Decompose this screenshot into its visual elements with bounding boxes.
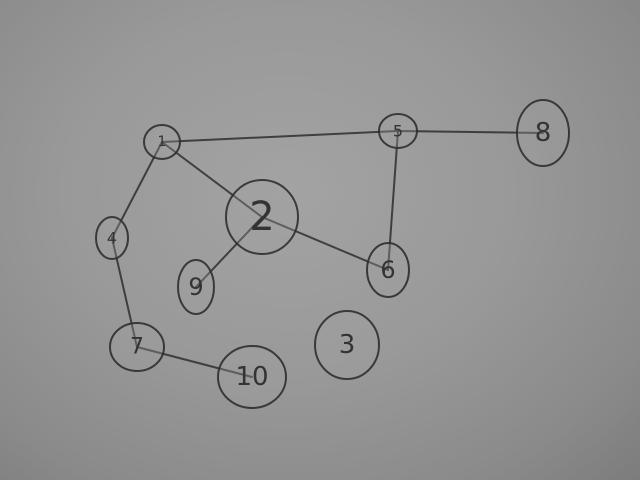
- edge-5-8: [397, 130, 544, 134]
- node-label-6: 6: [380, 256, 395, 284]
- node-6: 6: [366, 242, 410, 298]
- node-label-2: 2: [249, 194, 274, 240]
- node-3: 3: [314, 310, 380, 380]
- node-label-3: 3: [339, 330, 356, 360]
- node-circle-7: [109, 322, 165, 372]
- node-label-8: 8: [535, 118, 552, 148]
- node-label-4: 4: [107, 229, 117, 248]
- node-label-10: 10: [235, 362, 268, 392]
- node-circle-3: [314, 310, 380, 380]
- node-label-1: 1: [158, 134, 167, 150]
- edge-2-9: [195, 216, 263, 288]
- nodes-group: 1 2 3 4 5 6 7 8 9 10: [95, 99, 570, 409]
- edge-5-6: [387, 130, 399, 271]
- edge-1-5: [161, 130, 399, 143]
- node-circle-10: [217, 345, 287, 409]
- node-circle-8: [516, 99, 570, 167]
- node-1: 1: [143, 124, 181, 160]
- edges-group: [111, 130, 544, 378]
- edge-1-2: [161, 141, 263, 218]
- node-circle-9: [177, 259, 215, 315]
- node-7: 7: [109, 322, 165, 372]
- node-8: 8: [516, 99, 570, 167]
- node-circle-1: [143, 124, 181, 160]
- edge-7-10: [136, 346, 253, 378]
- node-circle-4: [95, 216, 129, 260]
- node-label-9: 9: [188, 273, 203, 301]
- node-circle-6: [366, 242, 410, 298]
- node-9: 9: [177, 259, 215, 315]
- node-5: 5: [378, 113, 418, 149]
- node-label-5: 5: [393, 122, 403, 141]
- node-4: 4: [95, 216, 129, 260]
- node-label-7: 7: [130, 335, 144, 360]
- edge-2-6: [261, 216, 389, 271]
- node-circle-2: [225, 179, 299, 255]
- edge-4-7: [111, 237, 138, 348]
- node-10: 10: [217, 345, 287, 409]
- node-circle-5: [378, 113, 418, 149]
- node-2: 2: [225, 179, 299, 255]
